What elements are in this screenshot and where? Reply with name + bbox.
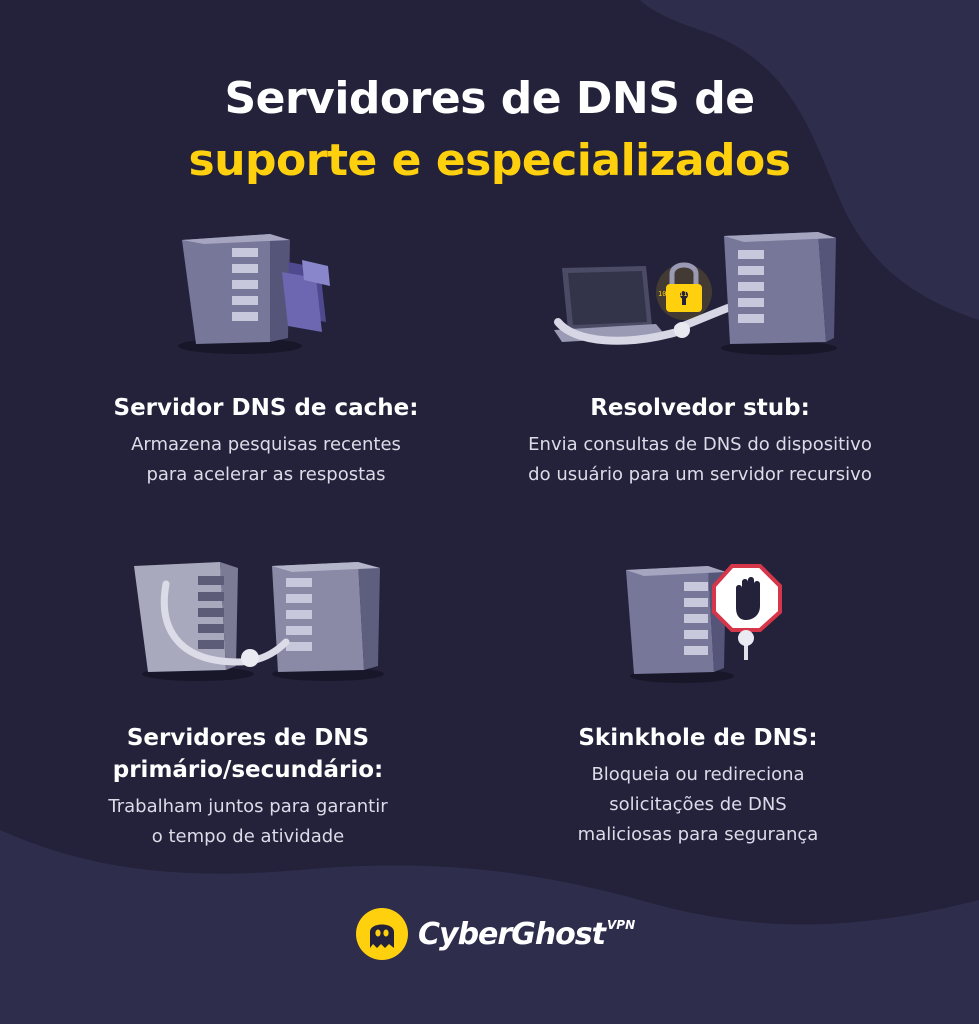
caching-server-illustration	[178, 234, 330, 354]
logo-wordmark: CyberGhost	[418, 916, 606, 952]
sinkhole-illustration	[626, 564, 782, 683]
card-heading: Resolvedor stub:	[590, 395, 810, 421]
title-line-1: Servidores de DNS de	[224, 73, 755, 124]
card-description-line: Armazena pesquisas recentes	[131, 434, 401, 455]
card-stub-resolver: Resolvedor stub: Envia consultas de DNS …	[490, 392, 910, 490]
card-dns-sinkhole: Skinkhole de DNS: Bloqueia ou redirecion…	[488, 722, 908, 850]
card-description-line: Envia consultas de DNS do dispositivo	[528, 434, 872, 455]
card-description-line: do usuário para um servidor recursivo	[528, 464, 872, 485]
binary-digits: 10100110	[658, 290, 692, 298]
server-icon	[724, 232, 836, 344]
card-heading: Servidor DNS de cache:	[113, 395, 419, 421]
card-description: Armazena pesquisas recentes para acelera…	[56, 430, 476, 490]
server-icon	[626, 566, 726, 674]
laptop-icon	[554, 266, 666, 342]
card-description-line: solicitações de DNS	[609, 794, 787, 815]
card-description: Trabalham juntos para garantir o tempo d…	[38, 792, 458, 852]
card-description-line: maliciosas para segurança	[577, 824, 819, 845]
card-heading: Skinkhole de DNS:	[578, 725, 818, 751]
card-description-line: o tempo de atividade	[151, 826, 345, 847]
stub-resolver-illustration: 10100110	[554, 232, 837, 355]
cyberghost-logo-icon	[356, 908, 408, 960]
logo-suffix: VPN	[606, 918, 636, 932]
card-description-line: Bloqueia ou redireciona	[591, 764, 805, 785]
server-icon	[182, 234, 290, 344]
stop-sign-icon	[712, 564, 782, 632]
card-description-line: Trabalham juntos para garantir	[108, 796, 388, 817]
card-heading: Servidores de DNS primário/secundário:	[38, 722, 458, 786]
card-description: Envia consultas de DNS do dispositivo do…	[490, 430, 910, 490]
folder-icon	[282, 260, 330, 332]
card-description: Bloqueia ou redireciona solicitações de …	[488, 760, 908, 850]
primary-secondary-illustration	[134, 562, 384, 681]
server-icon	[272, 562, 380, 672]
padlock-icon	[656, 262, 712, 320]
card-primary-secondary: Servidores de DNS primário/secundário: T…	[38, 722, 458, 852]
card-caching-server: Servidor DNS de cache: Armazena pesquisa…	[56, 392, 476, 490]
card-heading-line: Servidores de DNS	[126, 725, 370, 751]
card-description-line: para acelerar as respostas	[146, 464, 386, 485]
page-title: Servidores de DNS de suporte e especiali…	[0, 68, 979, 192]
card-heading-line: primário/secundário:	[112, 757, 384, 783]
cyberghost-logo: CyberGhost VPN	[356, 906, 635, 962]
title-line-2: suporte e especializados	[188, 135, 791, 186]
server-icon	[134, 562, 238, 672]
